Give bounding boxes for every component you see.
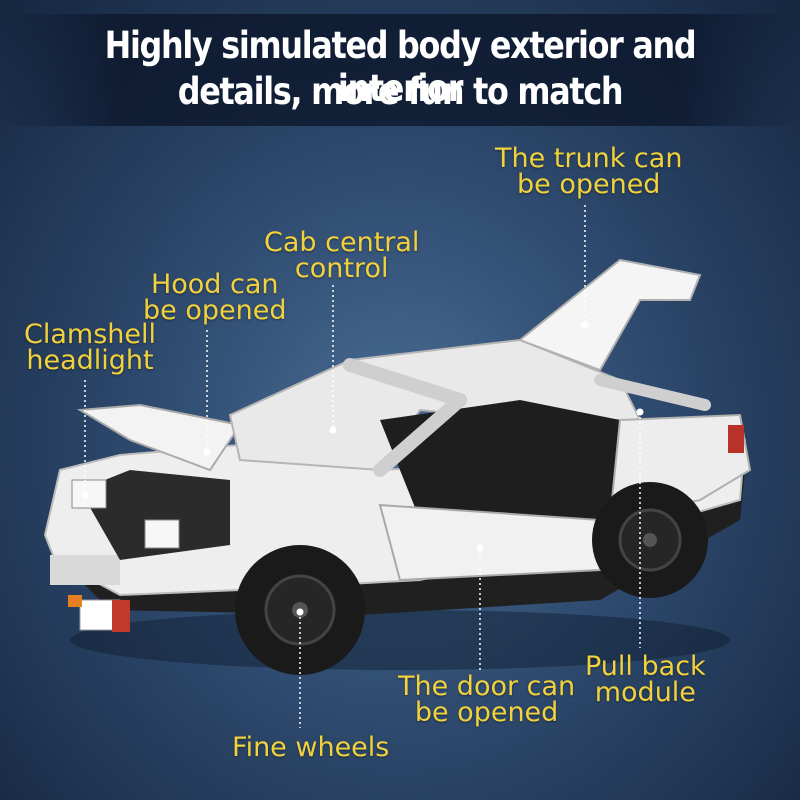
headline-banner: Highly simulated body exterior and inter… <box>0 14 800 126</box>
callout-headlight-line1: Clamshell <box>24 319 156 350</box>
callout-pullback: Pull back module <box>585 651 706 708</box>
callout-headlight-line2: headlight <box>26 345 154 376</box>
leader-lines <box>84 205 641 728</box>
callout-trunk-line1: The trunk can <box>495 143 683 174</box>
headlight-right <box>144 519 180 549</box>
callout-wheels-line1: Fine wheels <box>232 732 390 763</box>
trunk-lid <box>518 258 702 372</box>
rear-wheel-hub <box>643 533 657 547</box>
car-shadow <box>70 610 730 670</box>
callout-door: The door can be opened <box>398 671 576 728</box>
door <box>378 503 601 582</box>
callout-hood: Hood can be opened <box>143 269 287 326</box>
front-red-light <box>112 600 130 632</box>
headline-line-2: details, more fun to match <box>177 70 624 113</box>
callout-hood-line1: Hood can <box>150 269 279 300</box>
callout-pullback-line1: Pull back <box>585 651 706 682</box>
tail-light <box>728 425 744 453</box>
callout-cab-line2: control <box>294 253 389 284</box>
callout-cab-line1: Cab central <box>264 227 420 258</box>
pillar-1 <box>343 358 467 407</box>
callout-headlight: Clamshell headlight <box>24 319 156 376</box>
callout-trunk: The trunk can be opened <box>495 143 683 200</box>
interior <box>380 400 620 520</box>
front-bumper <box>50 555 120 585</box>
headlight-left <box>71 479 107 509</box>
engine-bay <box>80 470 230 560</box>
pillar-3 <box>594 374 711 411</box>
callout-cab: Cab central control <box>264 227 420 284</box>
callout-door-line2: be opened <box>414 697 559 728</box>
leader-dots <box>81 321 644 616</box>
hood <box>76 403 242 472</box>
callout-door-line1: The door can <box>398 671 576 702</box>
front-orange-light <box>68 595 82 607</box>
headline-line-1: Highly simulated body exterior and inter… <box>104 24 697 110</box>
callout-trunk-line2: be opened <box>516 169 661 200</box>
callout-wheels: Fine wheels <box>232 732 390 763</box>
pillar-2 <box>373 393 467 477</box>
callout-hood-line2: be opened <box>143 295 287 326</box>
callout-pullback-line2: module <box>594 677 696 708</box>
